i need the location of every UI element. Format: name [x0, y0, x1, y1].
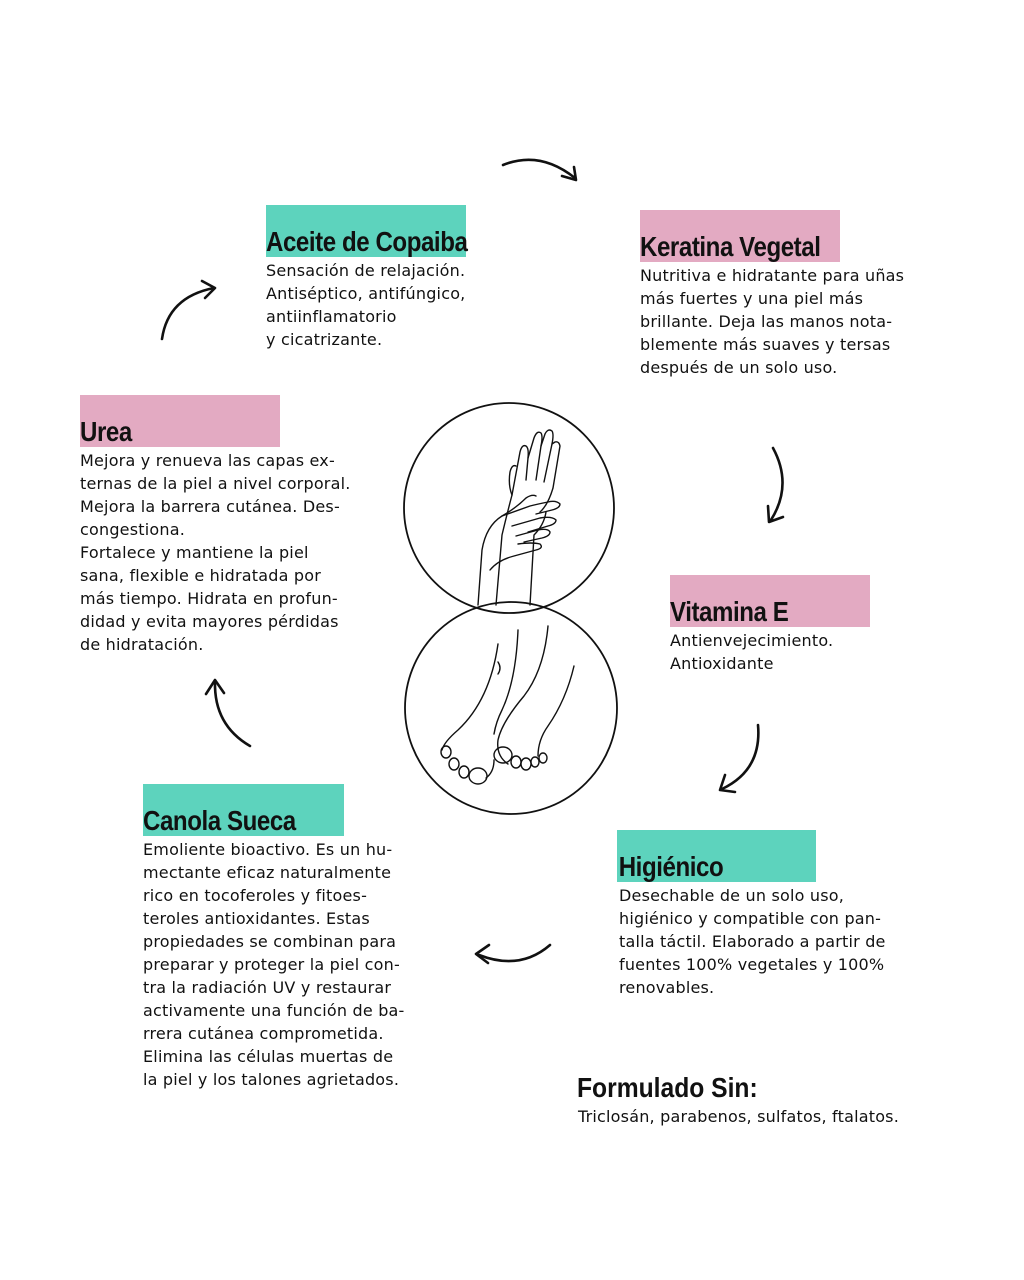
ingredient-title: Higiénico: [618, 851, 724, 882]
description-line: Emoliente bioactivo. Es un hu-: [143, 840, 393, 859]
curved-arrow-icon: [474, 943, 552, 965]
curved-arrow-icon: [766, 446, 785, 524]
title-highlight: [640, 210, 840, 262]
description-line: congestiona.: [80, 520, 186, 539]
description-line: rrera cutánea comprometida.: [143, 1024, 384, 1043]
description-line: Antiséptico, antifúngico,: [266, 284, 466, 303]
description-line: de hidratación.: [80, 635, 204, 654]
feet-line-art-icon: [404, 601, 618, 815]
ingredient-title: Canola Sueca: [143, 805, 296, 836]
description-line: más tiempo. Hidrata en profun-: [80, 589, 338, 608]
formulado-title: Formulado Sin:: [577, 1072, 758, 1103]
description-line: preparar y proteger la piel con-: [143, 955, 400, 974]
description-line: antiinflamatorio: [266, 307, 397, 326]
description-line: Elimina las células muertas de: [143, 1047, 394, 1066]
title-highlight: [143, 784, 344, 836]
title-highlight: [266, 205, 466, 257]
description-line: talla táctil. Elaborado a partir de: [619, 932, 886, 951]
ingredient-canola: Canola Sueca Emoliente bioactivo. Es un …: [143, 784, 433, 1091]
description-line: didad y evita mayores pérdidas: [80, 612, 339, 631]
ingredient-description: Nutritiva e hidratante para uñas más fue…: [640, 264, 920, 379]
title-highlight: [617, 830, 816, 882]
description-line: más fuertes y una piel más: [640, 289, 864, 308]
description-line: Antienvejecimiento.: [670, 631, 834, 650]
ingredient-title: Vitamina E: [670, 596, 789, 627]
description-line: teroles antioxidantes. Estas: [143, 909, 370, 928]
description-line: tra la radiación UV y restaurar: [143, 978, 392, 997]
ingredient-copaiba: Aceite de Copaiba Sensación de relajació…: [266, 205, 486, 351]
description-line: la piel y los talones agrietados.: [143, 1070, 400, 1089]
description-line: Mejora la barrera cutánea. Des-: [80, 497, 340, 516]
description-line: Desechable de un solo uso,: [619, 886, 845, 905]
description-line: Nutritiva e hidratante para uñas: [640, 266, 905, 285]
description-line: ternas de la piel a nivel corporal.: [80, 474, 351, 493]
description-line: blemente más suaves y tersas: [640, 335, 891, 354]
ingredient-higienico: Higiénico Desechable de un solo uso, hig…: [617, 830, 907, 999]
ingredient-title: Aceite de Copaiba: [266, 226, 468, 257]
hands-feet-illustration: [403, 402, 618, 815]
description-line: Sensación de relajación.: [266, 261, 466, 280]
description-line: brillante. Deja las manos nota-: [640, 312, 893, 331]
curved-arrow-icon: [718, 723, 760, 794]
ingredient-description: Antienvejecimiento. Antioxidante: [670, 629, 890, 675]
description-line: propiedades se combinan para: [143, 932, 397, 951]
ingredient-vitamina-e: Vitamina E Antienvejecimiento. Antioxida…: [670, 575, 890, 675]
ingredient-description: Desechable de un solo uso, higiénico y c…: [617, 884, 907, 999]
description-line: después de un solo uso.: [640, 358, 838, 377]
description-line: rico en tocoferoles y fitoes-: [143, 886, 368, 905]
description-line: higiénico y compatible con pan-: [619, 909, 882, 928]
description-line: Antioxidante: [670, 654, 774, 673]
title-highlight: [80, 395, 280, 447]
description-line: Mejora y renueva las capas ex-: [80, 451, 335, 470]
formulado-text: Triclosán, parabenos, sulfatos, ftalatos…: [578, 1107, 900, 1126]
description-line: sana, flexible e hidratada por: [80, 566, 322, 585]
description-line: Fortalece y mantiene la piel: [80, 543, 309, 562]
ingredient-title: Urea: [80, 416, 132, 447]
curved-arrow-icon: [501, 158, 578, 182]
ingredient-keratina: Keratina Vegetal Nutritiva e hidratante …: [640, 210, 920, 379]
curved-arrow-icon: [160, 279, 217, 341]
curved-arrow-icon: [204, 678, 252, 748]
ingredient-urea: Urea Mejora y renueva las capas ex- tern…: [80, 395, 370, 656]
ingredient-title: Keratina Vegetal: [640, 231, 821, 262]
description-line: renovables.: [619, 978, 715, 997]
ingredient-description: Mejora y renueva las capas ex- ternas de…: [80, 449, 370, 656]
title-highlight: [670, 575, 870, 627]
hands-line-art-icon: [403, 402, 615, 614]
ingredient-description: Emoliente bioactivo. Es un hu- mectante …: [143, 838, 433, 1091]
description-line: mectante eficaz naturalmente: [143, 863, 392, 882]
ingredient-description: Sensación de relajación. Antiséptico, an…: [266, 259, 486, 351]
description-line: activamente una función de ba-: [143, 1001, 405, 1020]
description-line: y cicatrizante.: [266, 330, 383, 349]
description-line: fuentes 100% vegetales y 100%: [619, 955, 885, 974]
